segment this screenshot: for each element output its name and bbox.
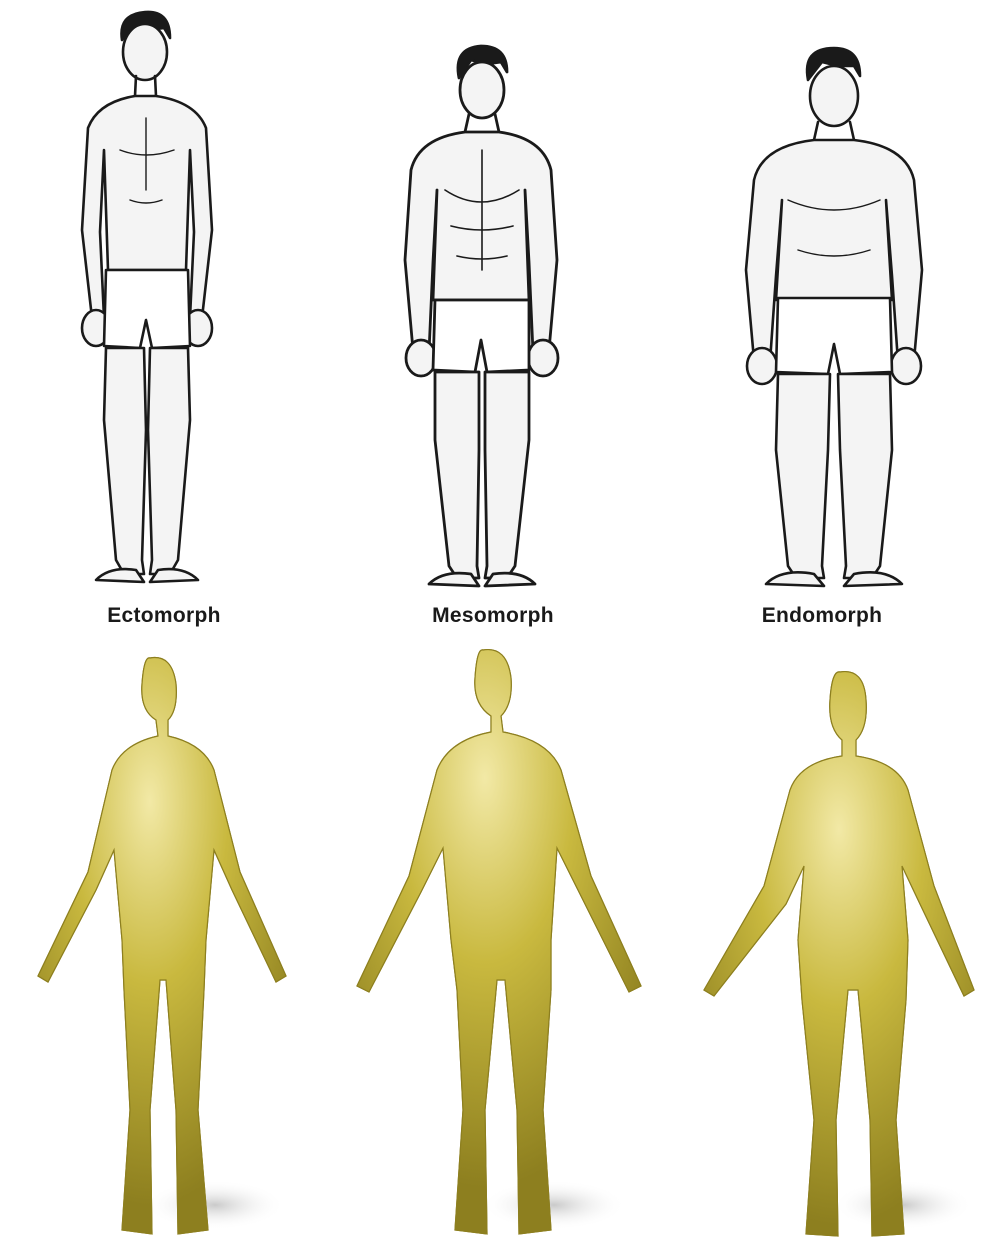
- ectomorph-line-drawing-icon: [0, 0, 328, 600]
- ectomorph-3d-mesh-icon: [0, 640, 328, 1243]
- mesomorph-3d-mesh-icon: [329, 640, 657, 1243]
- endomorph-label: Endomorph: [658, 604, 986, 628]
- ectomorph-mesh: [0, 640, 328, 1243]
- endomorph-3d-mesh-icon: [658, 640, 986, 1243]
- mesomorph-line-drawing-icon: [329, 0, 657, 600]
- column-mesomorph: Mesomorph: [329, 0, 657, 1243]
- endomorph-sketch: [658, 0, 986, 600]
- column-endomorph: Endomorph: [658, 0, 986, 1243]
- endomorph-mesh: [658, 640, 986, 1243]
- mesomorph-sketch: [329, 0, 657, 600]
- endomorph-line-drawing-icon: [658, 0, 986, 600]
- ectomorph-sketch: [0, 0, 328, 600]
- mesomorph-label: Mesomorph: [329, 604, 657, 628]
- ectomorph-label: Ectomorph: [0, 604, 328, 628]
- mesomorph-mesh: [329, 640, 657, 1243]
- column-ectomorph: Ectomorph: [0, 0, 328, 1243]
